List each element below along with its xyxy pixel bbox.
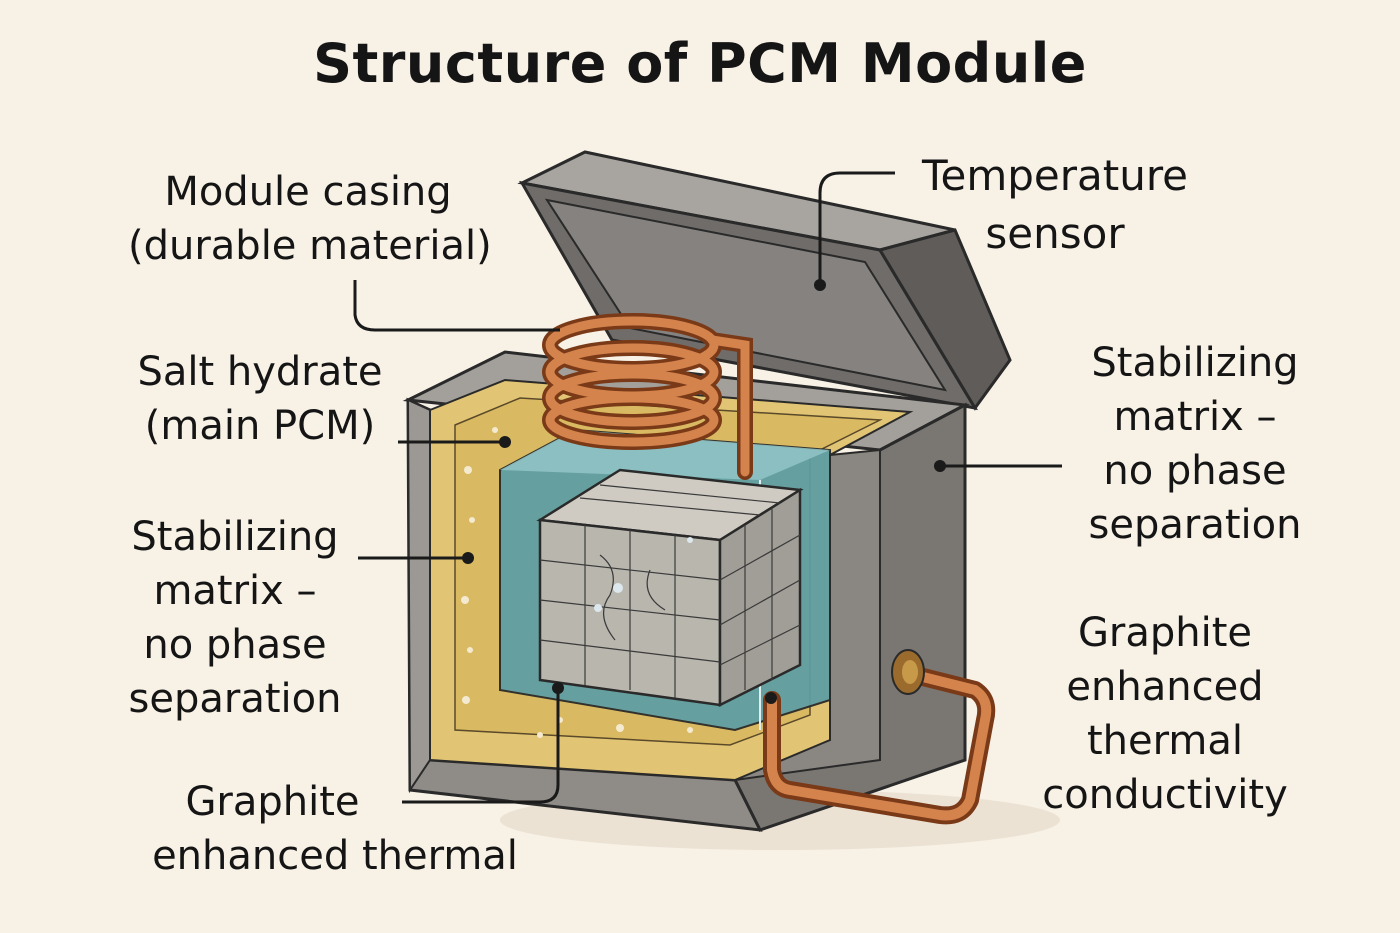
diagram-title: Structure of PCM Module: [313, 32, 1087, 95]
outlet-pipe: [763, 666, 996, 825]
leader-temperature-sensor: [818, 171, 895, 285]
leader-lines: [353, 171, 1062, 804]
outlet-fitting: [891, 649, 925, 695]
label-temperature-sensor: Temperature sensor: [921, 151, 1189, 258]
label-stabilizing-right: Stabilizing matrix – no phase separation: [1088, 340, 1302, 548]
copper-coil: [542, 313, 753, 480]
label-stabilizing-left: Stabilizing matrix – no phase separation: [128, 514, 342, 722]
matrix-block: [536, 468, 804, 708]
leader-dots: [462, 279, 946, 704]
label-salt-hydrate: Salt hydrate (main PCM): [137, 349, 383, 449]
lid: [517, 150, 1012, 411]
label-graphite-right: Graphite enhanced thermal conductivity: [1042, 610, 1288, 818]
leader-graphite-bottom: [402, 690, 560, 804]
leader-module-casing: [353, 280, 560, 332]
label-graphite-bottom: Graphite enhanced thermal: [152, 779, 518, 879]
label-module-casing: Module casing (durable material): [128, 169, 492, 269]
